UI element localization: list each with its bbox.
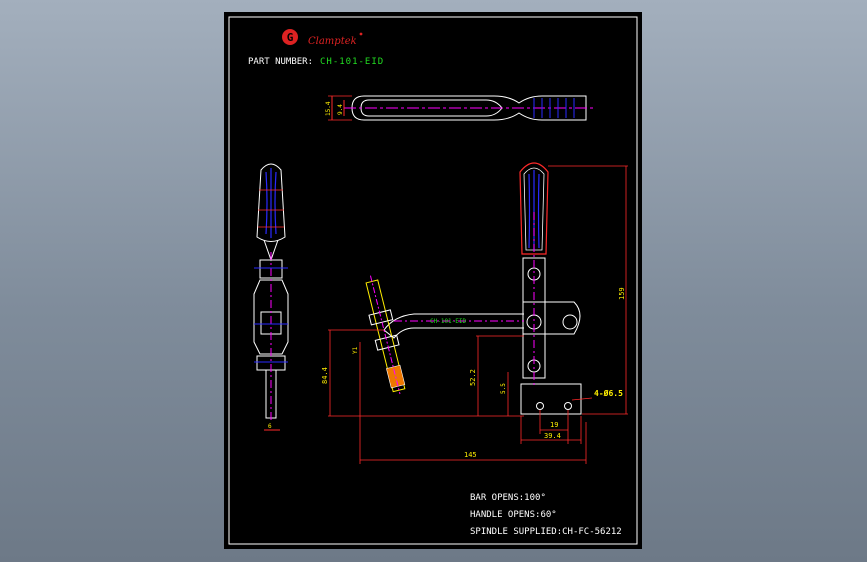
dim-top-width: 15.4 bbox=[325, 101, 332, 116]
clamptek-logo: G Clamptek bbox=[282, 29, 363, 47]
dim-side-bottom: 6 bbox=[268, 423, 272, 430]
logo-text: Clamptek bbox=[308, 36, 357, 47]
dim-height-total: 159 bbox=[618, 287, 626, 300]
dim-top-inner: 9.4 bbox=[337, 104, 344, 115]
side-view: 6 bbox=[253, 163, 289, 431]
svg-text:G: G bbox=[287, 31, 294, 44]
front-dimensions bbox=[328, 165, 628, 464]
cad-drawing: G Clamptek PART NUMBER: CH-101-EID 15.4 … bbox=[228, 16, 638, 545]
body-part-label: CH-101-EID bbox=[430, 318, 467, 325]
part-number-value: CH-101-EID bbox=[320, 57, 384, 67]
drawing-frame bbox=[228, 16, 638, 545]
dim-height-mid: 52.2 bbox=[469, 369, 477, 386]
spindle-tag: Y1 bbox=[352, 346, 359, 354]
dim-height-small: 5.5 bbox=[500, 383, 507, 394]
dim-base-spacing: 19 bbox=[550, 421, 558, 429]
top-view: 15.4 9.4 bbox=[325, 95, 596, 121]
dim-height-left: 84.4 bbox=[321, 367, 329, 384]
front-view: CH-101-EID Y1 bbox=[352, 162, 582, 415]
spec-notes: BAR OPENS:100° HANDLE OPENS:60° SPINDLE … bbox=[470, 493, 622, 537]
dim-overall-length: 145 bbox=[464, 451, 477, 459]
spec-spindle: SPINDLE SUPPLIED:CH-FC-56212 bbox=[470, 527, 622, 537]
part-number-label: PART NUMBER: bbox=[248, 57, 313, 67]
spec-bar-opens: BAR OPENS:100° bbox=[470, 493, 546, 503]
spec-handle-opens: HANDLE OPENS:60° bbox=[470, 510, 557, 520]
logo-mark-icon bbox=[282, 29, 298, 45]
dim-base-width: 39.4 bbox=[544, 432, 561, 440]
drawing-sheet: G Clamptek PART NUMBER: CH-101-EID 15.4 … bbox=[224, 12, 642, 549]
dim-hole-diameter: 4-Ø6.5 bbox=[594, 388, 623, 398]
